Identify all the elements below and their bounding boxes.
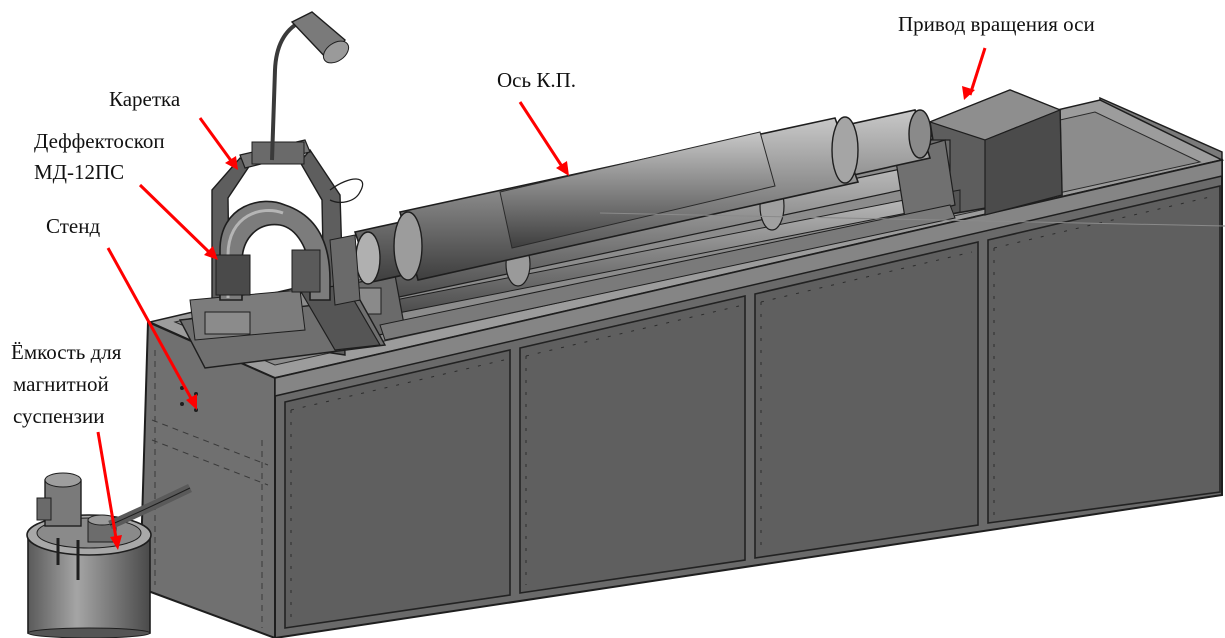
label-detector-line1: Деффектоскоп — [34, 129, 165, 153]
arrow-detector — [138, 183, 212, 255]
door-panel-3 — [754, 240, 979, 559]
arrow-axle-head — [556, 161, 569, 176]
label-tank-line2: магнитной — [13, 372, 109, 396]
label-stand: Стенд — [46, 214, 101, 238]
arrow-drive — [968, 47, 987, 96]
lamp — [270, 11, 350, 161]
label-carriage: Каретка — [109, 87, 181, 111]
arrow-tank — [96, 431, 118, 539]
door-panel-4 — [987, 184, 1221, 524]
door-panel-1 — [284, 348, 511, 629]
arrow-carriage — [198, 117, 234, 163]
door-panel-2 — [519, 294, 746, 594]
arrow-carriage-head — [225, 156, 238, 170]
flaw-detector-md12ps — [215, 200, 331, 301]
label-detector-line2: МД-12ПС — [34, 160, 125, 184]
axle-kp — [353, 109, 932, 285]
arrow-stand — [106, 247, 194, 401]
arrow-axle — [518, 101, 565, 169]
callout-arrows — [96, 47, 987, 550]
reference-line — [599, 212, 1225, 227]
label-drive: Привод вращения оси — [898, 12, 1095, 36]
arrow-tank-head — [110, 535, 122, 550]
arrow-stand-head — [186, 394, 197, 410]
label-tank-line3: суспензии — [13, 404, 105, 428]
arrow-detector-head — [204, 246, 218, 260]
label-axle: Ось К.П. — [497, 68, 576, 92]
label-tank-line1: Ёмкость для — [11, 340, 122, 364]
arrow-drive-head — [962, 86, 975, 100]
